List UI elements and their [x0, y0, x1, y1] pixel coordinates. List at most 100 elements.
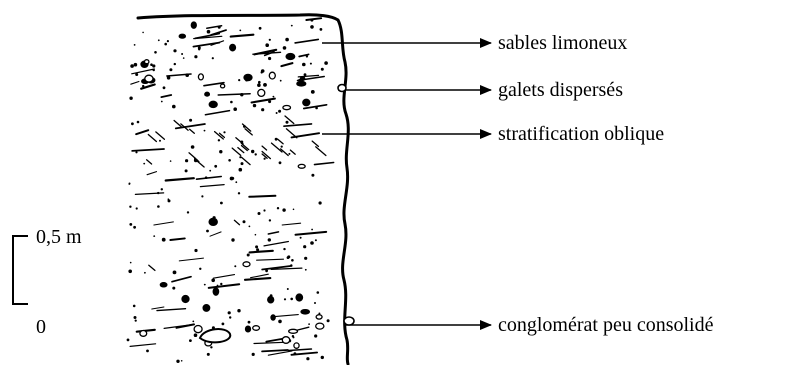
texture-dot [131, 122, 134, 125]
texture-dot [269, 39, 271, 41]
texture-dot [256, 248, 259, 251]
texture-dot [228, 311, 231, 314]
texture-dot [255, 245, 258, 248]
texture-dash [257, 259, 284, 260]
texture-pebble [283, 106, 291, 110]
texture-dot [247, 254, 250, 257]
texture-dot [135, 151, 137, 153]
texture-oblique-mark [312, 141, 318, 146]
texture-pebble [286, 54, 295, 60]
texture-dot [319, 201, 322, 204]
texture-dot [172, 105, 176, 109]
texture-dot [170, 160, 172, 162]
texture-pebble [209, 218, 217, 225]
texture-dot [308, 323, 310, 325]
texture-dot [191, 145, 195, 149]
texture-pebble [289, 329, 298, 333]
texture-dash [254, 342, 285, 343]
texture-dash [130, 344, 156, 347]
texture-dot [283, 248, 285, 250]
texture-dot [314, 302, 316, 304]
texture-dash [197, 177, 222, 180]
texture-dot [234, 265, 236, 267]
texture-dash [298, 327, 309, 330]
sediment-texture [127, 18, 354, 363]
texture-dot [214, 165, 217, 168]
texture-dot [293, 336, 295, 338]
texture-pebble [194, 326, 202, 333]
texture-dot [129, 97, 132, 100]
texture-dot [198, 46, 201, 49]
texture-dot [194, 55, 197, 58]
texture-dot [311, 229, 313, 231]
texture-dash [252, 99, 275, 103]
texture-dot [233, 107, 237, 111]
texture-dot [152, 64, 155, 67]
texture-dot [207, 353, 210, 356]
texture-dot [269, 219, 271, 221]
texture-pebble [253, 326, 260, 331]
texture-dot [136, 207, 138, 209]
texture-pebble [298, 164, 305, 168]
label-stratification-oblique: stratification oblique [498, 124, 664, 144]
texture-dash [200, 185, 224, 187]
texture-pebble [316, 323, 324, 329]
texture-dot [294, 352, 297, 355]
texture-pebble [198, 74, 203, 80]
texture-dash [166, 178, 194, 180]
texture-dot [285, 38, 289, 42]
texture-dot [268, 57, 271, 60]
texture-dot [310, 241, 314, 245]
texture-dash [231, 35, 254, 37]
texture-dot [268, 100, 271, 103]
texture-dash [251, 274, 269, 278]
texture-dot [201, 195, 203, 197]
texture-oblique-mark [234, 220, 239, 224]
texture-dot [133, 305, 136, 308]
texture-dash [154, 222, 174, 225]
texture-pebble [179, 34, 185, 38]
texture-dot [255, 234, 257, 236]
texture-dot [163, 86, 166, 89]
texture-dot [315, 239, 317, 241]
texture-dot [220, 283, 222, 285]
texture-dot [239, 30, 241, 32]
texture-dot [158, 39, 160, 41]
texture-dot [218, 139, 220, 141]
texture-dash [210, 232, 221, 236]
label-galets-disperses: galets dispersés [498, 80, 623, 100]
texture-dot [283, 46, 287, 50]
texture-dot [302, 63, 306, 67]
texture-dot [129, 183, 131, 185]
texture-pebble [269, 72, 275, 79]
texture-dot [311, 90, 315, 94]
texture-dot [253, 104, 256, 107]
texture-dot [204, 130, 206, 132]
texture-dot [261, 71, 263, 73]
texture-dot [264, 158, 266, 160]
texture-oblique-mark [316, 147, 326, 156]
texture-dot [249, 226, 251, 228]
texture-dot [300, 237, 302, 239]
texture-dot [284, 298, 286, 300]
texture-dot [204, 284, 206, 286]
texture-dot [238, 192, 240, 194]
texture-dot [321, 68, 324, 71]
texture-oblique-mark [148, 135, 156, 142]
texture-dot [243, 220, 246, 223]
texture-dot [315, 107, 318, 110]
texture-oblique-mark [149, 265, 155, 270]
texture-dot [282, 208, 285, 211]
scale-bar [13, 236, 28, 304]
texture-pebble [268, 297, 274, 303]
texture-dot [153, 69, 155, 71]
texture-dot [144, 272, 146, 274]
texture-dot [281, 146, 283, 148]
texture-dot [279, 161, 282, 164]
texture-dot [237, 309, 240, 312]
texture-dash [284, 124, 312, 126]
texture-pebble [301, 77, 305, 81]
texture-dot [134, 63, 138, 67]
texture-edge-pebble [344, 317, 354, 325]
texture-dot [277, 207, 279, 209]
